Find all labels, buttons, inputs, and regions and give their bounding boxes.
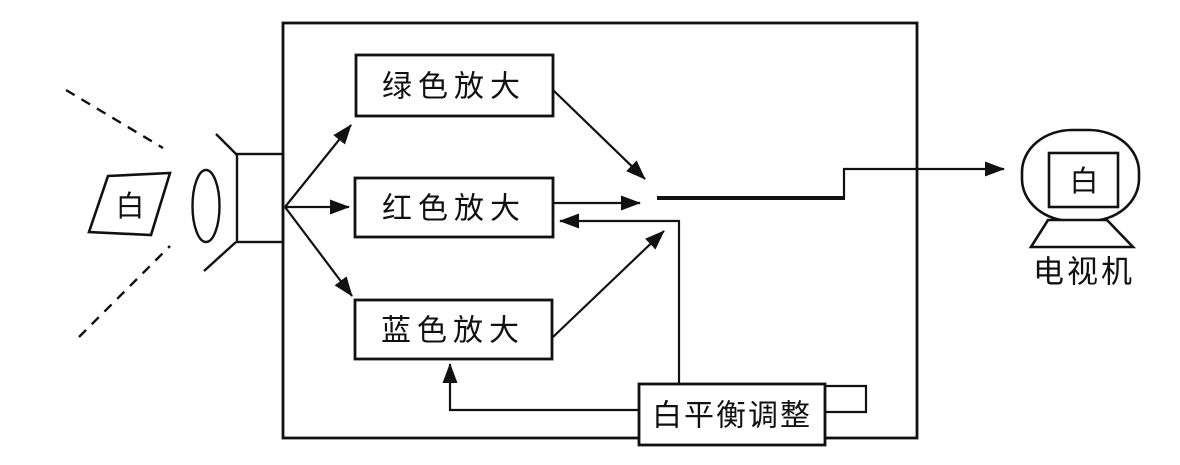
tv-screen <box>1047 151 1120 209</box>
camera-body <box>235 152 285 244</box>
green-amp-label: 绿色放大 <box>382 71 526 104</box>
white-balance-label: 白平衡调整 <box>652 400 812 433</box>
tv-caption: 电视机 <box>1033 255 1135 290</box>
white-card-label: 白 <box>115 190 144 223</box>
tv-stand <box>1028 218 1137 249</box>
arrow-blue-to-sum <box>552 230 665 338</box>
feedback-to-red-arrow <box>559 213 681 384</box>
camera-lens-ellipse <box>191 168 221 244</box>
light-ray-dashed-bottom <box>78 245 171 338</box>
arrow-camera-to-green <box>284 124 352 208</box>
feedback-to-blue-arrow <box>442 363 639 412</box>
white-balance-box <box>637 382 827 447</box>
white-card-shape <box>87 171 172 237</box>
red-amp-box <box>353 176 555 239</box>
camera-hood-line-bottom <box>203 241 237 272</box>
tv-screen-label: 白 <box>1069 165 1098 198</box>
camera-hood-line-top <box>215 133 238 156</box>
arrow-green-to-sum <box>552 89 646 180</box>
green-amp-box <box>354 53 555 118</box>
signal-line-to-tv <box>842 161 1005 198</box>
processor-enclosure-box <box>281 21 919 440</box>
white-balance-tab <box>825 384 868 414</box>
light-ray-dashed-top <box>65 88 164 150</box>
red-amp-label: 红色放大 <box>382 193 526 226</box>
arrow-camera-to-blue <box>284 206 353 297</box>
blue-amp-label: 蓝色放大 <box>381 315 525 348</box>
blue-amp-box <box>353 298 554 361</box>
